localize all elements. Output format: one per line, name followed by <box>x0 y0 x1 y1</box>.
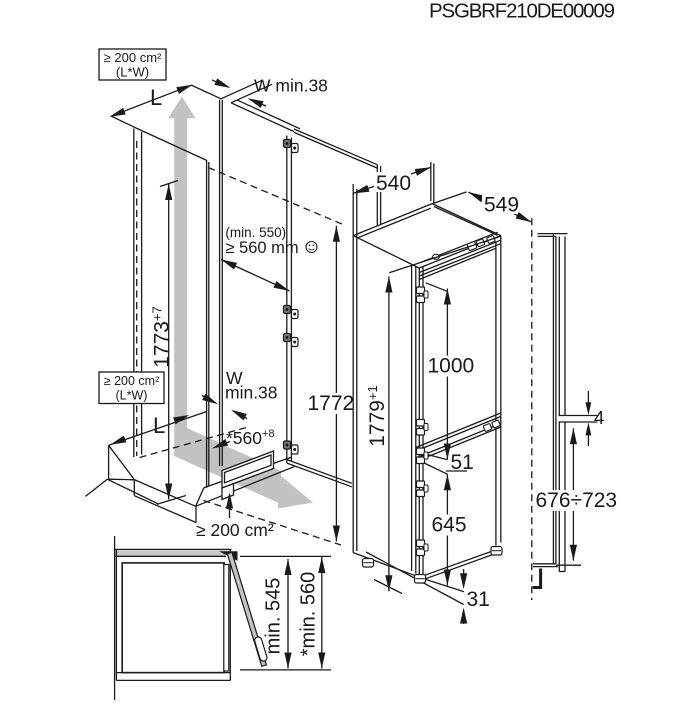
svg-text:(L*W): (L*W) <box>116 389 148 403</box>
svg-text:≥ 200 cm²: ≥ 200 cm² <box>104 374 160 388</box>
svg-text:51: 51 <box>451 451 474 474</box>
svg-text:W min.38: W min.38 <box>254 76 328 96</box>
svg-text:≥ 560 mm: ≥ 560 mm <box>225 239 298 257</box>
svg-text:≥ 200 cm²: ≥ 200 cm² <box>196 520 274 540</box>
svg-text:min.38: min.38 <box>225 383 278 403</box>
svg-text:1779+1: 1779+1 <box>365 385 389 447</box>
svg-text:645: 645 <box>432 514 467 537</box>
svg-text:549: 549 <box>484 194 519 217</box>
svg-text:540: 540 <box>376 172 411 195</box>
svg-text:≥ 200 cm²: ≥ 200 cm² <box>104 50 162 65</box>
svg-text:PSGBRF210DE00009: PSGBRF210DE00009 <box>429 0 615 23</box>
svg-text:*min. 560: *min. 560 <box>298 572 320 657</box>
svg-text:4: 4 <box>594 407 604 428</box>
svg-text:1000: 1000 <box>428 355 475 378</box>
svg-text:min. 545: min. 545 <box>263 578 285 655</box>
svg-text:L: L <box>150 85 162 110</box>
svg-text:(L*W): (L*W) <box>116 65 149 80</box>
svg-text:31: 31 <box>467 588 490 611</box>
svg-text:(min. 550): (min. 550) <box>225 225 286 240</box>
svg-text:676÷723: 676÷723 <box>536 489 618 512</box>
svg-text:1772: 1772 <box>308 392 355 415</box>
svg-text:W: W <box>226 368 243 388</box>
svg-text:L: L <box>153 413 165 438</box>
